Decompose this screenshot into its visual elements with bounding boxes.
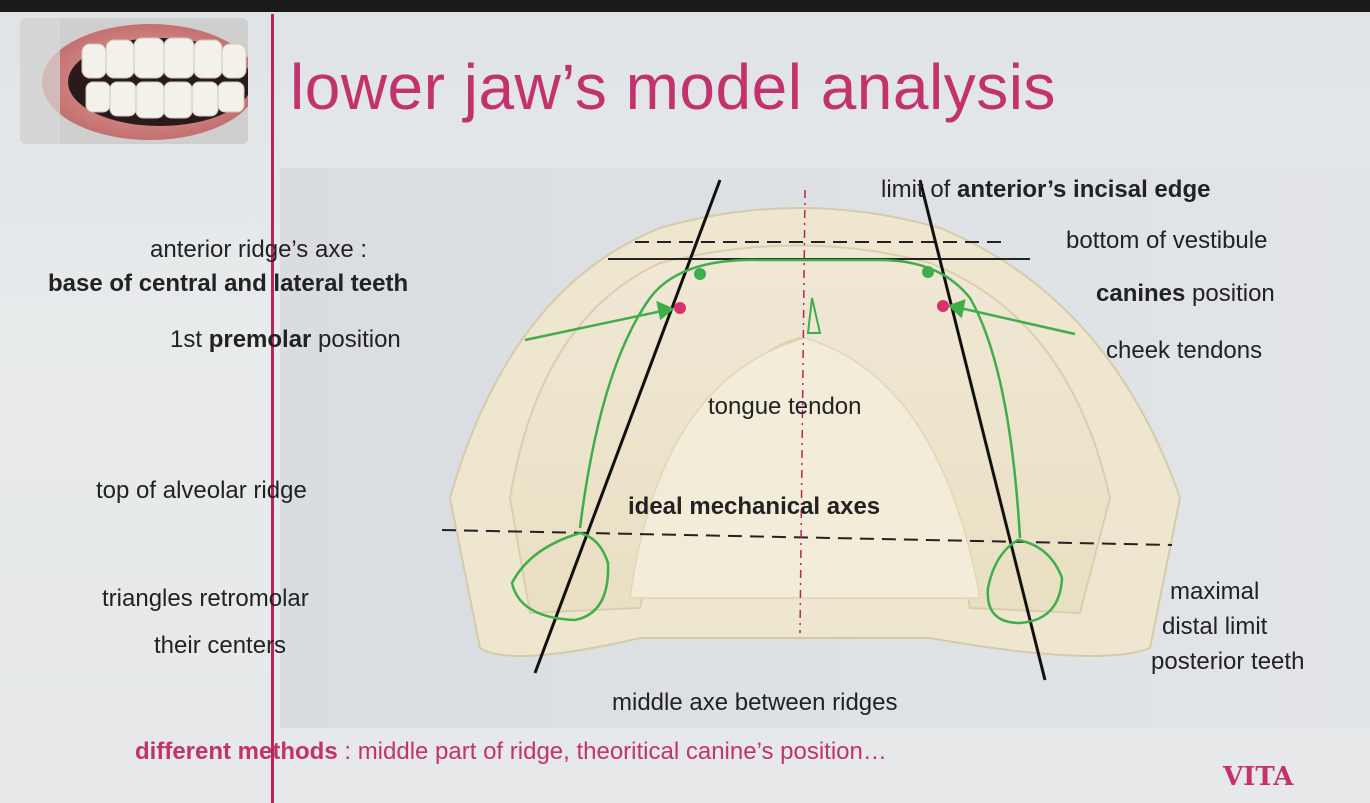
label-middle-axe: middle axe between ridges	[612, 691, 898, 715]
label-maximal: maximal	[1170, 580, 1259, 604]
left-premolar-marker	[674, 302, 686, 314]
label-canines: canines position	[1096, 282, 1275, 306]
teeth-photo	[20, 18, 248, 144]
right-premolar-marker	[937, 300, 949, 312]
label-ideal-axes: ideal mechanical axes	[628, 495, 880, 519]
top-edge-bar	[0, 0, 1370, 12]
label-cheek-tendons: cheek tendons	[1106, 339, 1262, 363]
label-tongue-tendon: tongue tendon	[708, 395, 861, 419]
label-triangles: triangles retromolar	[102, 587, 309, 611]
label-incisal-edge: limit of anterior’s incisal edge	[881, 178, 1210, 202]
slide-title: lower jaw’s model analysis	[290, 55, 1056, 119]
right-canine-marker	[922, 266, 934, 278]
label-posterior-teeth: posterior teeth	[1151, 650, 1304, 674]
label-base-teeth: base of central and lateral teeth	[48, 272, 408, 296]
left-canine-marker	[694, 268, 706, 280]
footer-note: different methods : middle part of ridge…	[135, 740, 887, 764]
vita-logo: VITA	[1223, 762, 1293, 792]
label-centers: their centers	[154, 634, 286, 658]
label-distal-limit: distal limit	[1162, 615, 1267, 639]
label-premolar: 1st premolar position	[170, 328, 401, 352]
label-top-alveolar: top of alveolar ridge	[96, 479, 307, 503]
accent-vertical-line	[271, 14, 274, 803]
label-anterior-axe: anterior ridge’s axe :	[150, 238, 367, 262]
label-bottom-vestibule: bottom of vestibule	[1066, 229, 1267, 253]
